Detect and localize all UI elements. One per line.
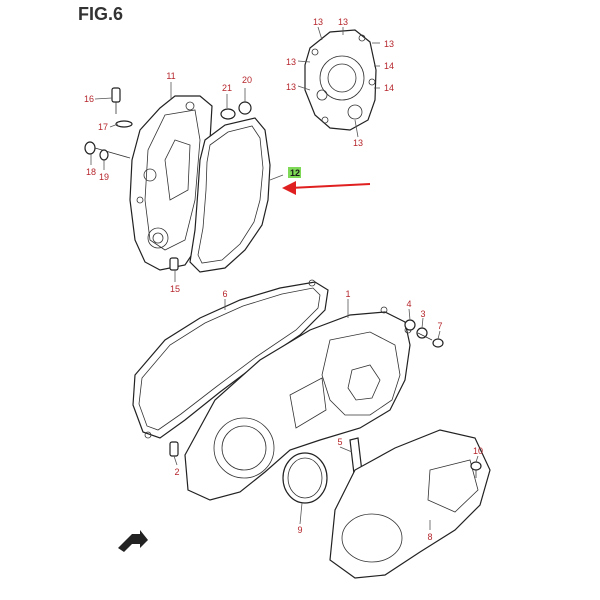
part-8-outer-cover[interactable] xyxy=(329,429,491,579)
fwd-arrow-icon xyxy=(118,530,148,552)
callout-13-d: 13 xyxy=(286,57,296,67)
callout-13-e: 13 xyxy=(286,82,296,92)
callout-8: 8 xyxy=(427,532,432,542)
parts-13-14-oil-pump-cover[interactable] xyxy=(304,29,377,131)
leader-lines xyxy=(90,26,479,530)
callout-19: 19 xyxy=(99,172,109,182)
callout-16: 16 xyxy=(84,94,94,104)
part-2-dowel[interactable] xyxy=(169,441,179,457)
callout-15: 15 xyxy=(170,284,180,294)
part-18-plug[interactable] xyxy=(84,141,131,159)
part-15-dowel-pin[interactable] xyxy=(169,257,179,271)
part-4-bushing[interactable] xyxy=(404,319,416,331)
callout-10: 10 xyxy=(473,446,483,456)
callout-6: 6 xyxy=(222,289,227,299)
figure-title: FIG.6 xyxy=(78,4,124,24)
callout-13-a: 13 xyxy=(313,17,323,27)
part-16-oil-filler-cap[interactable] xyxy=(111,87,121,114)
callout-13-b: 13 xyxy=(338,17,348,27)
part-20-oil-seal[interactable] xyxy=(238,101,252,115)
callout-13-c: 13 xyxy=(384,39,394,49)
callout-4: 4 xyxy=(406,299,411,309)
callout-18: 18 xyxy=(86,167,96,177)
part-17-o-ring[interactable] xyxy=(115,120,133,128)
part-12-gasket[interactable] xyxy=(189,117,271,273)
callout-17: 17 xyxy=(98,122,108,132)
callout-3: 3 xyxy=(420,309,425,319)
callout-12: 12 xyxy=(290,168,300,178)
part-19-washer[interactable] xyxy=(99,149,109,161)
callout-7: 7 xyxy=(437,321,442,331)
callout-13-f: 13 xyxy=(353,138,363,148)
callout-14-b: 14 xyxy=(384,83,394,93)
red-arrow-icon xyxy=(282,181,371,195)
part-6-gasket[interactable] xyxy=(132,279,329,439)
callout-11: 11 xyxy=(166,71,175,81)
callout-21: 21 xyxy=(222,83,232,93)
callout-9: 9 xyxy=(297,525,302,535)
part-11-crankcase-cover[interactable] xyxy=(129,95,213,271)
part-1-clutch-cover[interactable] xyxy=(184,306,412,501)
part-9-cap[interactable] xyxy=(282,452,328,504)
callout-12-highlight xyxy=(288,167,301,178)
callout-20: 20 xyxy=(242,75,252,85)
callout-2: 2 xyxy=(174,467,179,477)
callout-1: 1 xyxy=(345,289,350,299)
callout-labels: 11 16 17 18 19 21 20 15 12 13 13 13 13 1… xyxy=(84,17,483,542)
callout-14-a: 14 xyxy=(384,61,394,71)
part-21-o-ring[interactable] xyxy=(220,108,236,120)
callout-5: 5 xyxy=(337,437,342,447)
